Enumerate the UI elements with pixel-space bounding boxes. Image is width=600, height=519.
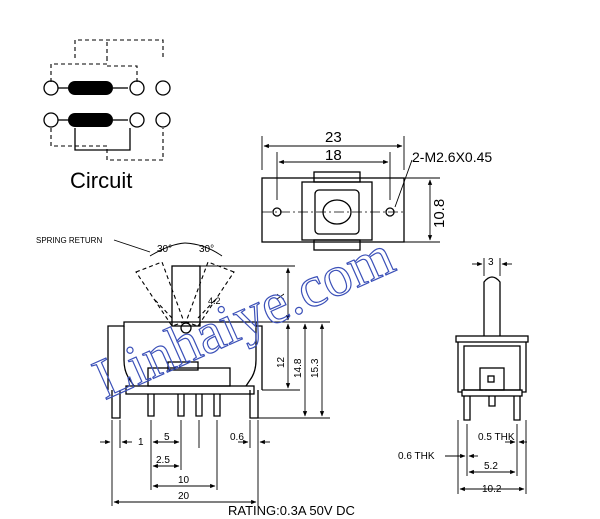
dim-12: 12 — [276, 356, 287, 368]
dim-0-6: 0.6 — [230, 432, 244, 443]
spring-return-label: SPRING RETURN — [36, 236, 102, 245]
screw-note: 2-M2.6X0.45 — [412, 149, 492, 165]
rating-text: RATING:0.3A 50V DC — [228, 503, 355, 518]
dim-10-8: 10.8 — [431, 199, 448, 228]
dim-x: X — [276, 293, 287, 300]
dim-1: 1 — [138, 437, 144, 448]
dim-18: 18 — [325, 147, 342, 164]
dim-23: 23 — [325, 129, 342, 146]
side-dim-0-6: 0.6 THK — [398, 451, 435, 462]
front-view: SPRING RETURN 30° 30° 4.2 X — [36, 236, 330, 506]
dim-4-2: 4.2 — [208, 296, 221, 306]
watermark: Linhaiye.com — [84, 222, 403, 412]
dim-15-3: 15.3 — [310, 358, 321, 378]
side-dim-10-2: 10.2 — [482, 484, 502, 495]
circuit-symbol: Circuit — [43, 39, 171, 193]
top-view: 23 18 2-M2.6X0.45 10.8 — [261, 129, 492, 251]
dim-20: 20 — [178, 491, 190, 502]
side-dim-0-5: 0.5 THK — [478, 432, 515, 443]
side-view: 3 0.5 THK 0.6 THK 5.2 10.2 — [398, 257, 529, 495]
angle-left: 30° — [157, 244, 172, 255]
circuit-label: Circuit — [70, 168, 132, 193]
dim-5: 5 — [164, 432, 170, 443]
side-dim-5-2: 5.2 — [484, 461, 498, 472]
dim-10: 10 — [178, 475, 190, 486]
dim-2-5: 2.5 — [156, 455, 170, 466]
dim-14-8: 14.8 — [293, 358, 304, 378]
angle-right: 30° — [199, 244, 214, 255]
side-dim-3: 3 — [488, 257, 494, 268]
